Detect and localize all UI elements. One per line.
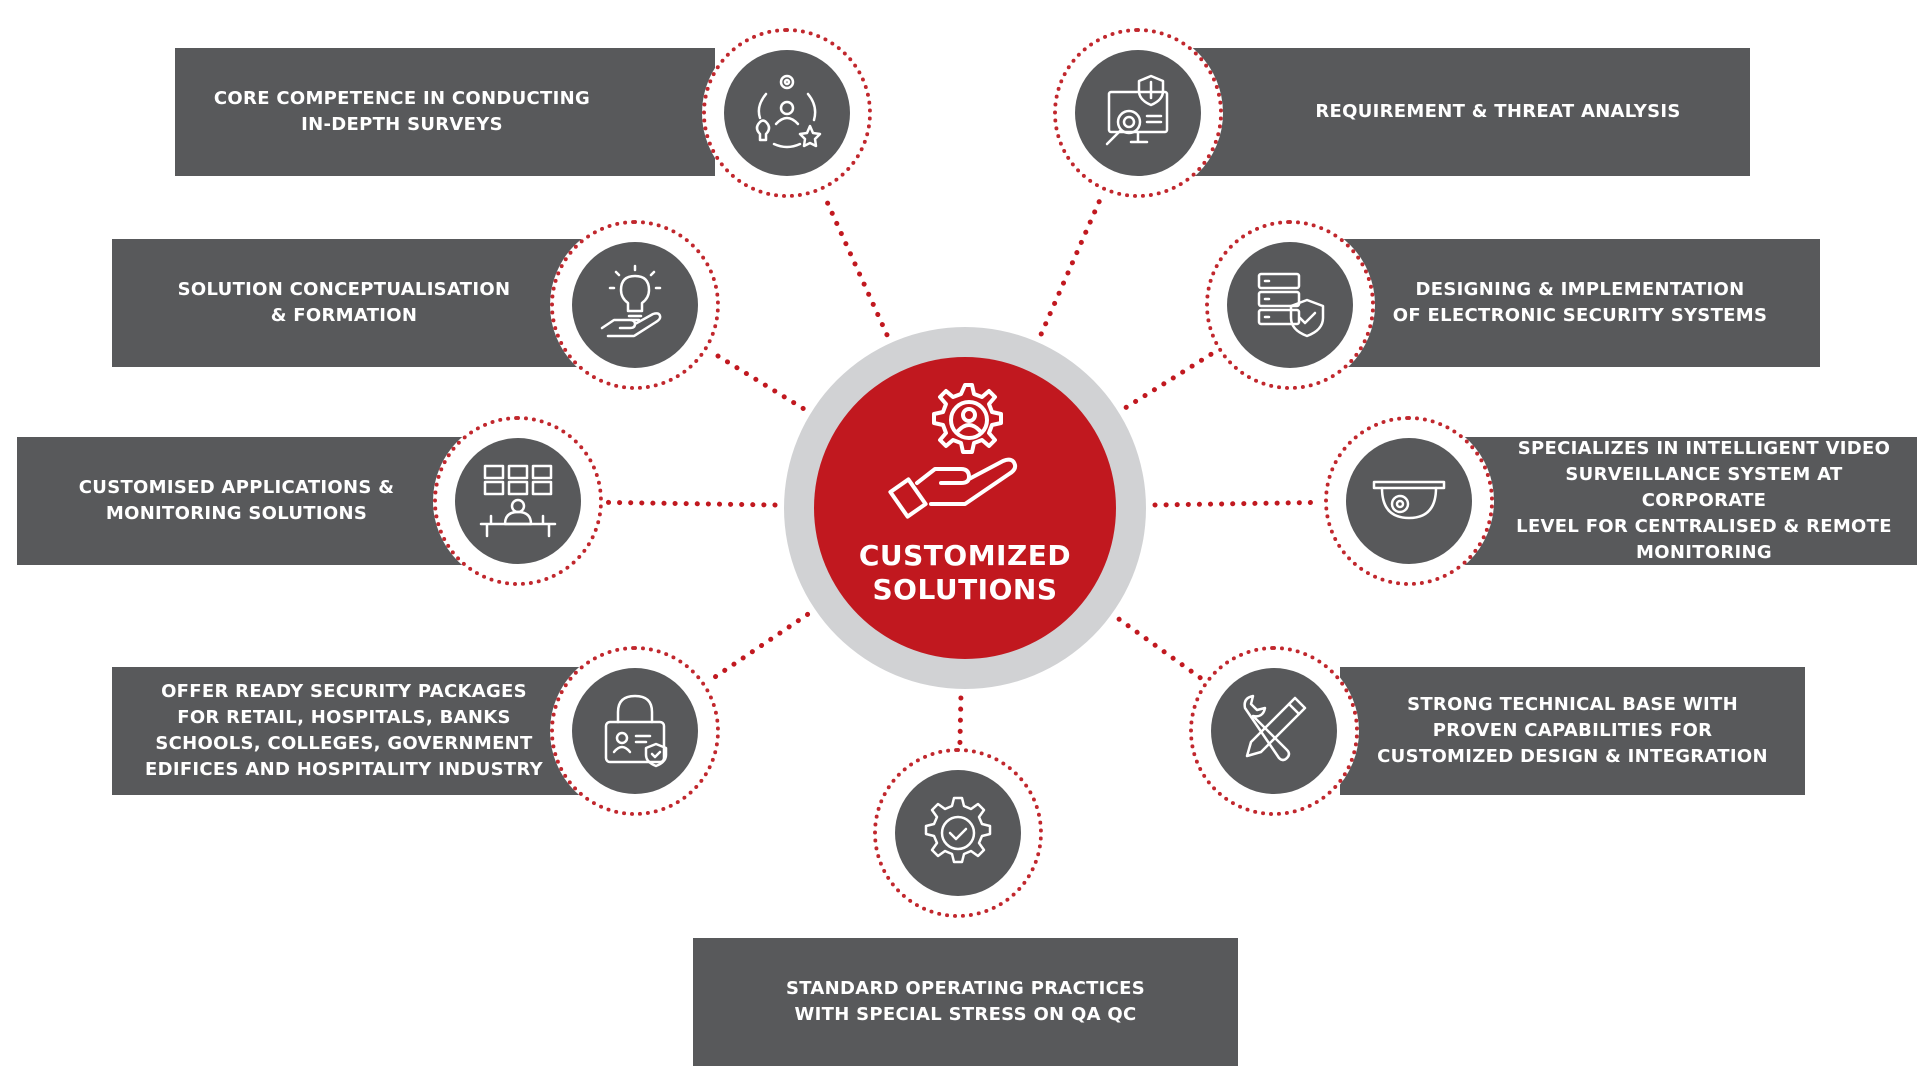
node-video (1324, 416, 1494, 586)
box-surveys: CORE COMPETENCE IN CONDUCTING IN-DEPTH S… (175, 48, 715, 176)
label-conceptualisation: SOLUTION CONCEPTUALISATION & FORMATION (177, 279, 511, 326)
connector-sop (957, 695, 964, 746)
node-designing (1205, 220, 1375, 390)
lightbulb-hand-icon (600, 264, 662, 338)
label-video: SPECIALIZES IN INTELLIGENT VIDEO SURVEIL… (1516, 438, 1892, 563)
node-applications (433, 416, 603, 586)
node-surveys (702, 28, 872, 198)
node-sop (873, 748, 1043, 918)
gear-check-icon (924, 796, 992, 864)
node-conceptualisation (550, 220, 720, 390)
connector-threat (1038, 192, 1105, 337)
box-video: SPECIALIZES IN INTELLIGENT VIDEO SURVEIL… (1455, 437, 1917, 565)
node-technical (1189, 646, 1359, 816)
connector-designing (1123, 350, 1217, 410)
hand-gear-person-icon (888, 383, 1018, 519)
survey-cycle-icon (755, 74, 822, 149)
box-packages: OFFER READY SECURITY PACKAGES FOR RETAIL… (112, 667, 582, 795)
connector-surveys (821, 192, 890, 338)
node-packages (550, 646, 720, 816)
label-designing: DESIGNING & IMPLEMENTATION OF ELECTRONIC… (1392, 279, 1768, 326)
label-threat: REQUIREMENT & THREAT ANALYSIS (1315, 101, 1681, 122)
connector-technical (1116, 616, 1204, 681)
monitoring-room-icon (479, 464, 557, 538)
hub: CUSTOMIZED SOLUTIONS (784, 327, 1146, 689)
node-threat (1053, 28, 1223, 198)
label-packages: OFFER READY SECURITY PACKAGES FOR RETAIL… (144, 681, 544, 780)
hub-core: CUSTOMIZED SOLUTIONS (814, 357, 1116, 659)
threat-analysis-icon (1105, 74, 1169, 146)
dome-camera-icon (1372, 480, 1446, 520)
connector-packages (707, 611, 811, 684)
label-surveys: CORE COMPETENCE IN CONDUCTING IN-DEPTH S… (213, 88, 591, 135)
box-technical: STRONG TECHNICAL BASE WITH PROVEN CAPABI… (1340, 667, 1805, 795)
lock-id-icon (604, 694, 668, 768)
connector-video (1152, 499, 1322, 508)
server-shield-icon (1257, 272, 1325, 338)
label-applications: CUSTOMISED APPLICATIONS & MONITORING SOL… (78, 477, 395, 524)
box-designing: DESIGNING & IMPLEMENTATION OF ELECTRONIC… (1340, 239, 1820, 367)
wrench-pencil-icon (1243, 694, 1307, 762)
connector-conceptualisation (709, 349, 806, 411)
label-technical: STRONG TECHNICAL BASE WITH PROVEN CAPABI… (1377, 694, 1768, 767)
box-conceptualisation: SOLUTION CONCEPTUALISATION & FORMATION (112, 239, 582, 367)
hub-title: CUSTOMIZED SOLUTIONS (858, 539, 1072, 606)
connector-applications (605, 499, 778, 508)
label-sop: STANDARD OPERATING PRACTICES WITH SPECIA… (785, 978, 1146, 1025)
box-threat: REQUIREMENT & THREAT ANALYSIS (1120, 48, 1750, 176)
box-sop: STANDARD OPERATING PRACTICES WITH SPECIA… (693, 938, 1238, 1066)
box-applications: CUSTOMISED APPLICATIONS & MONITORING SOL… (17, 437, 462, 565)
